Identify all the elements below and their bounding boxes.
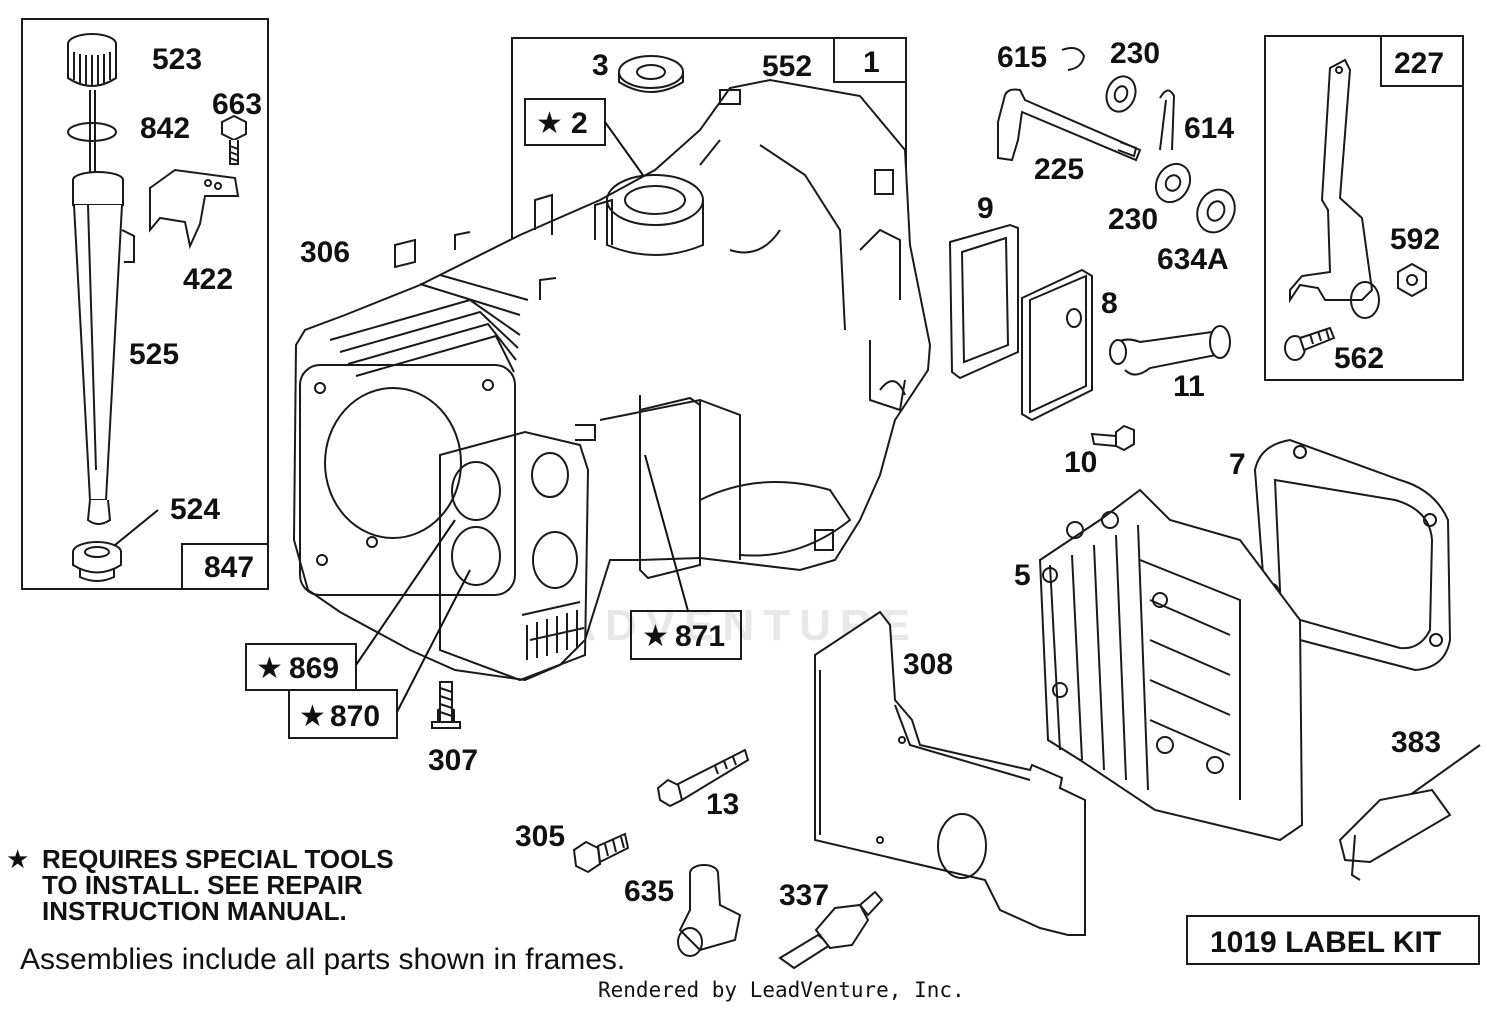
- elbow-635-part[interactable]: [677, 864, 742, 957]
- callout-3: 3: [592, 49, 609, 82]
- air-shroud-308-part[interactable]: [814, 610, 1086, 936]
- bracket-422-part[interactable]: [149, 168, 240, 250]
- bolt-307-part[interactable]: [431, 681, 461, 729]
- leader-524: [114, 509, 159, 546]
- screw-663-part[interactable]: [221, 114, 247, 165]
- cylinder-block-part[interactable]: [292, 78, 932, 682]
- frame-1-label-box: [833, 37, 907, 83]
- breather-plate-8-part[interactable]: [1021, 268, 1093, 422]
- star-2: ★: [536, 107, 563, 140]
- callout-box-871: [630, 610, 742, 660]
- seal-524-part[interactable]: [72, 541, 122, 582]
- callout-337: 337: [779, 879, 829, 912]
- screw-305-part[interactable]: [572, 832, 630, 874]
- assemblies-note: Assemblies include all parts shown in fr…: [20, 943, 625, 976]
- o-ring-part[interactable]: [67, 122, 117, 142]
- callout-227: 227: [1394, 47, 1444, 80]
- oil-seal-3-part[interactable]: [618, 55, 684, 93]
- callout-524: 524: [170, 493, 220, 526]
- dipstick-cap-part[interactable]: [67, 33, 117, 175]
- callout-634A: 634A: [1157, 243, 1229, 276]
- callout-box-870: [288, 689, 398, 739]
- callout-305: 305: [515, 820, 565, 853]
- spark-plug-337-part[interactable]: [778, 890, 884, 970]
- breather-hose-11-part[interactable]: [1109, 325, 1231, 376]
- note-star: ★: [6, 844, 29, 874]
- callout-1: 1: [863, 46, 880, 79]
- seal-634a-part[interactable]: [1190, 183, 1241, 238]
- frame-1: [511, 37, 907, 248]
- dipstick-tube-part[interactable]: [72, 171, 135, 525]
- callout-525: 525: [129, 338, 179, 371]
- note-line-2: TO INSTALL. SEE REPAIR: [42, 870, 363, 900]
- nut-592-part[interactable]: [1397, 262, 1427, 298]
- spark-tester-383-part[interactable]: [1338, 744, 1481, 881]
- callout-5: 5: [1014, 559, 1031, 592]
- leader-870: [396, 569, 471, 713]
- callout-13: 13: [706, 788, 739, 821]
- governor-lever-part[interactable]: [1289, 58, 1380, 319]
- callout-663: 663: [212, 88, 262, 121]
- callout-562: 562: [1334, 342, 1384, 375]
- bolt-13-part[interactable]: [656, 748, 750, 808]
- callout-869: 869: [289, 652, 339, 685]
- callout-552: 552: [762, 50, 812, 83]
- label-kit-box: [1186, 915, 1480, 965]
- callout-11: 11: [1173, 370, 1205, 403]
- shaft-225-part[interactable]: [997, 88, 1142, 162]
- callout-307: 307: [428, 744, 478, 777]
- gasket-9-part[interactable]: [948, 223, 1019, 380]
- leader-871: [644, 454, 689, 612]
- callout-7: 7: [1229, 448, 1246, 481]
- callout-9: 9: [977, 192, 994, 225]
- leader-869: [355, 519, 456, 666]
- note-line-3: INSTRUCTION MANUAL.: [42, 896, 347, 926]
- callout-10: 10: [1064, 446, 1097, 479]
- callout-2: 2: [571, 107, 588, 140]
- star-870: ★: [299, 700, 326, 733]
- star-869: ★: [256, 652, 283, 685]
- washer-230a-part[interactable]: [1102, 72, 1141, 115]
- callout-870: 870: [330, 700, 380, 733]
- callout-871: 871: [675, 620, 725, 653]
- frame-227: [1264, 35, 1464, 381]
- label-kit-text: 1019 LABEL KIT: [1210, 926, 1441, 959]
- frame-227-label-box: [1380, 35, 1464, 87]
- callout-308: 308: [903, 648, 953, 681]
- callout-842: 842: [140, 112, 190, 145]
- callout-383: 383: [1391, 726, 1441, 759]
- callout-592: 592: [1390, 223, 1440, 256]
- callout-230b: 230: [1108, 203, 1158, 236]
- callout-615: 615: [997, 41, 1047, 74]
- callout-422: 422: [183, 263, 233, 296]
- hairpin-614-part[interactable]: [1159, 89, 1176, 151]
- star-871: ★: [642, 620, 669, 653]
- screw-10-part[interactable]: [1090, 424, 1135, 452]
- callout-8: 8: [1101, 287, 1118, 320]
- callout-306: 306: [300, 236, 350, 269]
- frame-847-label-box: [181, 543, 269, 590]
- callout-230a: 230: [1110, 37, 1160, 70]
- note-line-1: REQUIRES SPECIAL TOOLS: [42, 844, 394, 874]
- rendered-by: Rendered by LeadVenture, Inc.: [598, 978, 965, 1002]
- callout-847: 847: [204, 551, 254, 584]
- screw-562-part[interactable]: [1284, 326, 1336, 361]
- frame-847: [21, 18, 269, 590]
- callout-635: 635: [624, 875, 674, 908]
- gasket-871-part[interactable]: [639, 396, 701, 580]
- washer-230b-part[interactable]: [1149, 158, 1197, 209]
- e-clip-615-part[interactable]: [1061, 47, 1086, 71]
- cylinder-head-5-part[interactable]: [1038, 488, 1304, 842]
- callout-523: 523: [152, 43, 202, 76]
- callout-614: 614: [1184, 112, 1234, 145]
- callout-225: 225: [1034, 153, 1084, 186]
